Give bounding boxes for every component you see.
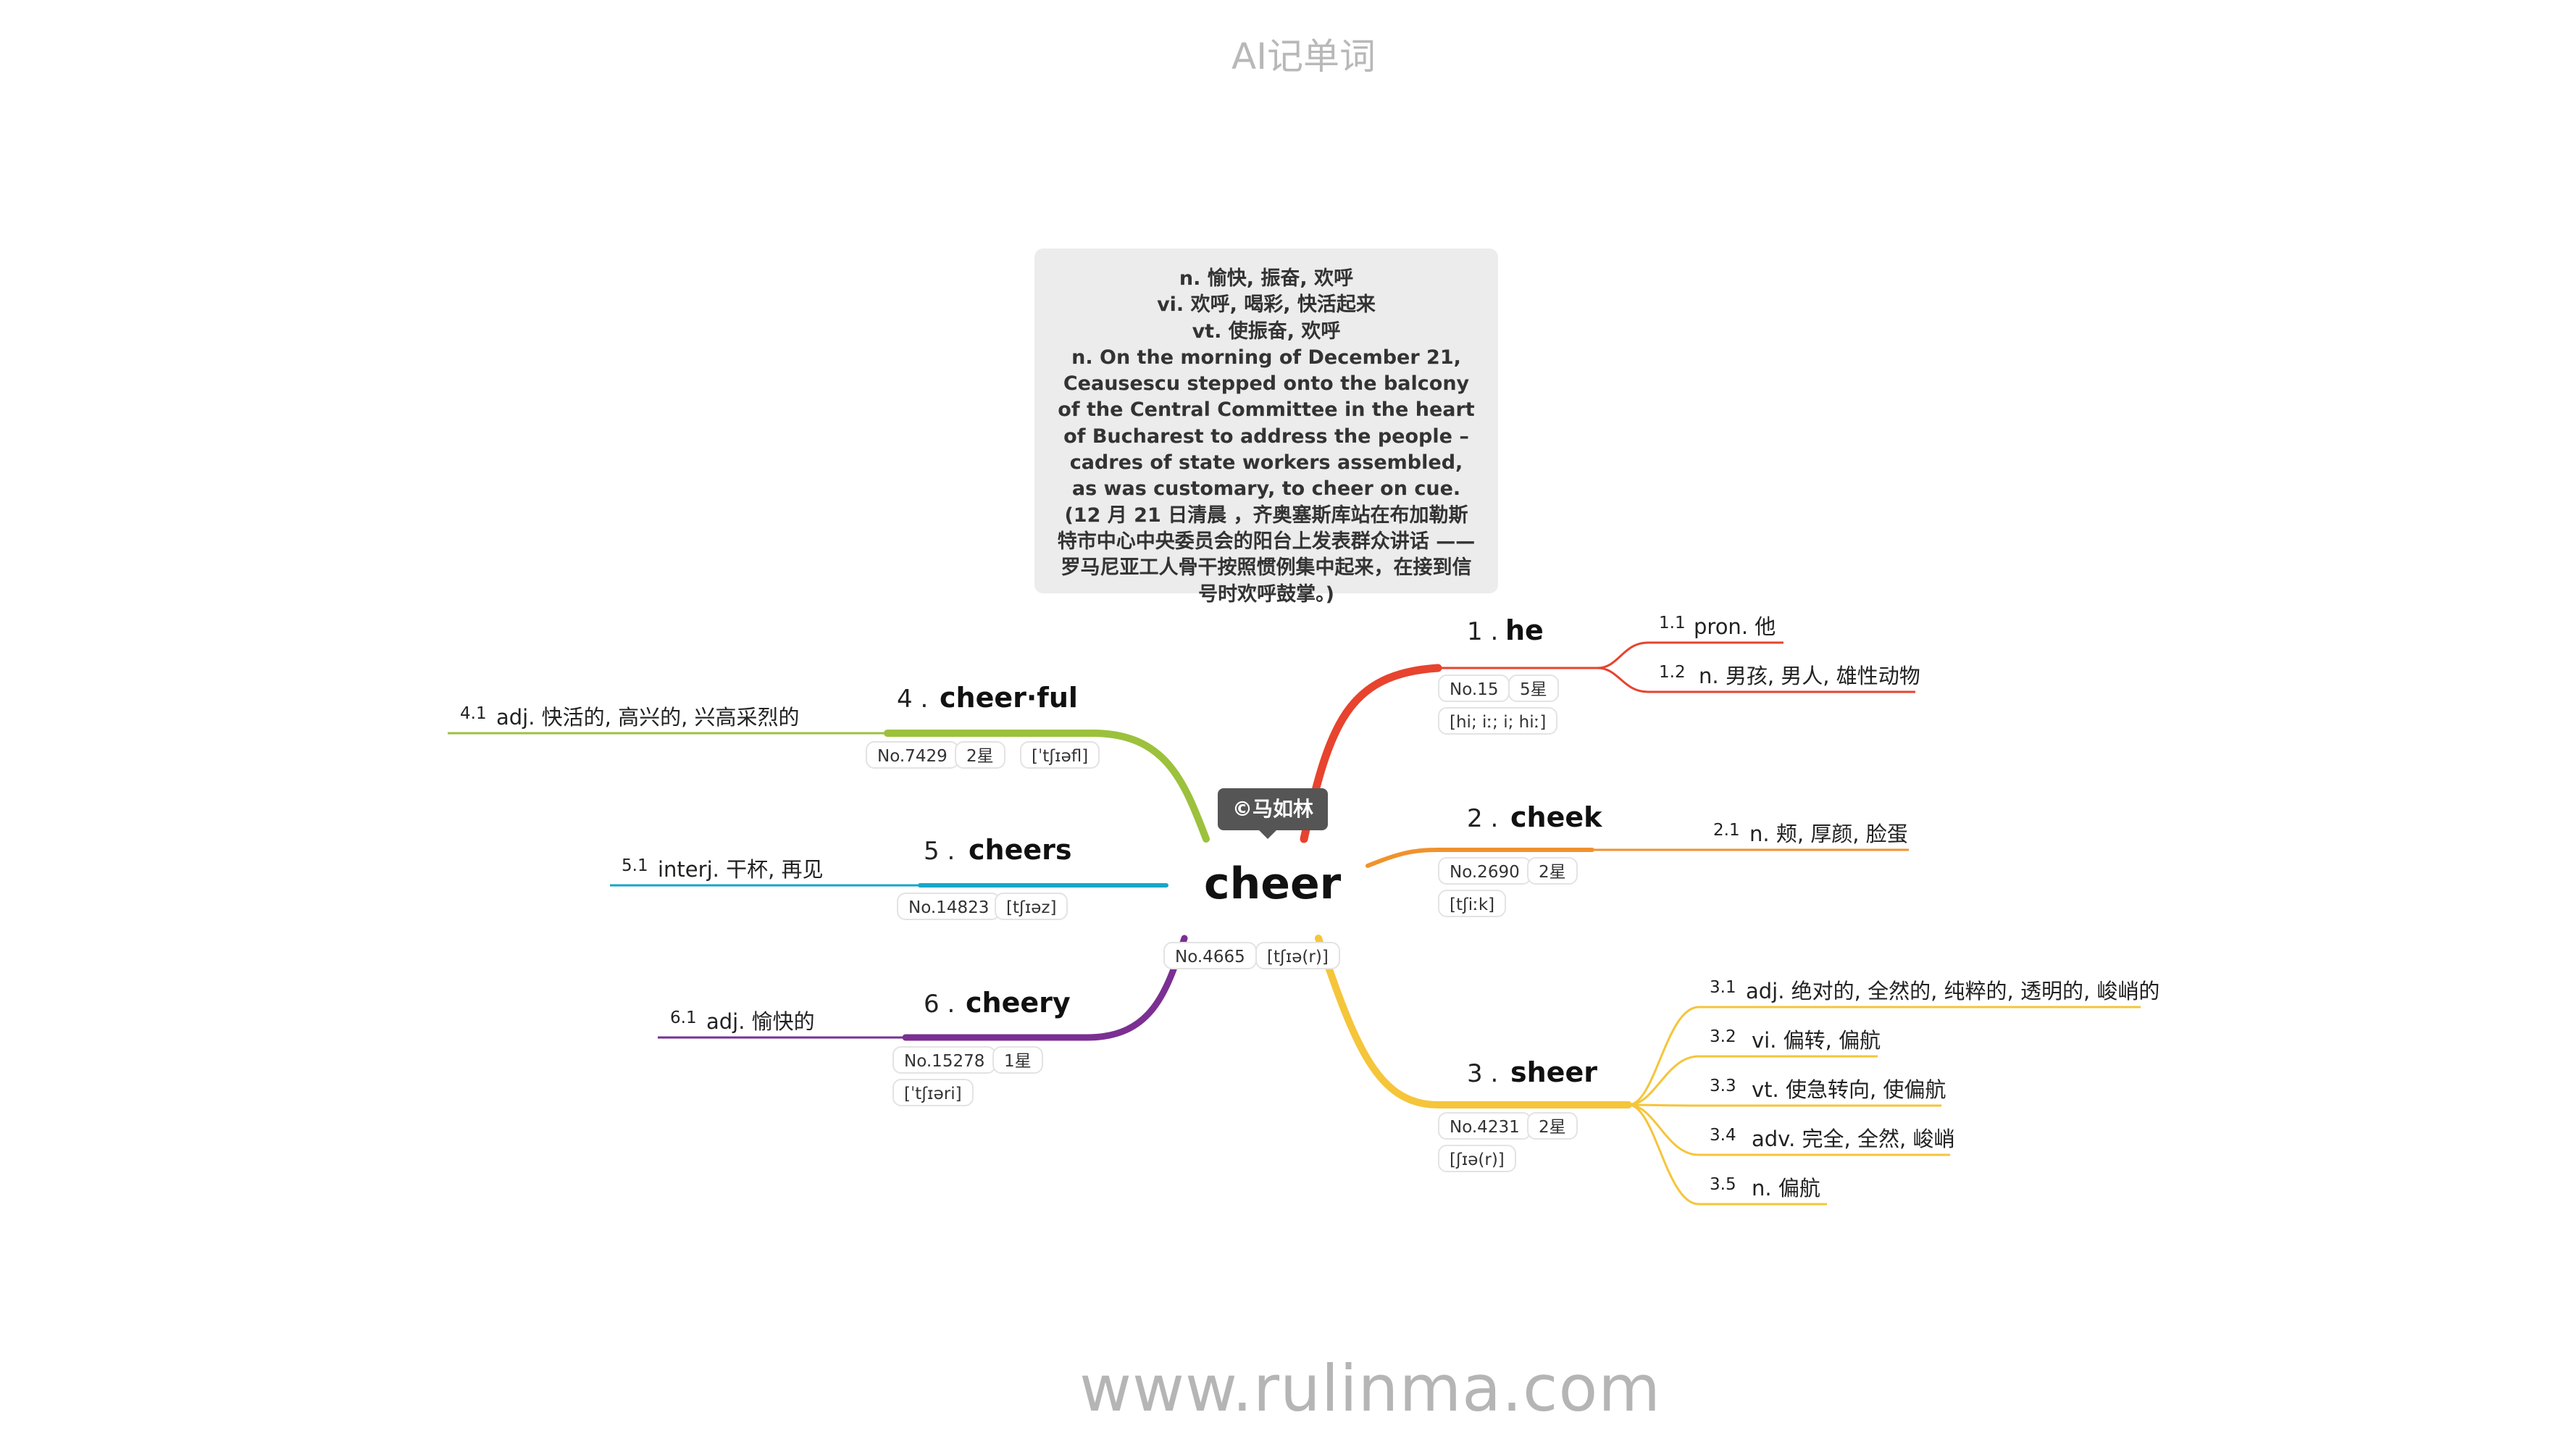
sense-number: 5.1 xyxy=(622,856,648,875)
sense-link-3-4 xyxy=(1628,1103,1950,1156)
rank-tag: No.4231 xyxy=(1438,1112,1531,1140)
branch-word-sheer: sheer xyxy=(1510,1056,1597,1088)
branch-number: 5 . xyxy=(924,837,955,866)
sense-number: 1.2 xyxy=(1659,663,1686,682)
stars-tag: 5星 xyxy=(1508,675,1559,702)
connector-cheek xyxy=(1366,848,1594,868)
branch-number: 3 . xyxy=(1467,1059,1499,1088)
sense-number: 6.1 xyxy=(670,1009,697,1027)
connector-cheerful xyxy=(884,730,1210,843)
branch-word-cheers: cheers xyxy=(969,834,1072,866)
central-word: cheer xyxy=(1204,859,1342,909)
author-badge-pointer xyxy=(1259,830,1276,839)
phonetic-tag: [ʃɪə(r)] xyxy=(1438,1145,1516,1172)
rank-tag: No.2690 xyxy=(1438,857,1531,885)
stars-tag: 2星 xyxy=(1527,857,1578,885)
sense-definition: pron. 他 xyxy=(1694,614,1776,639)
definition-note: n. 愉快, 振奋, 欢呼 vi. 欢呼, 喝彩, 快活起来 vt. 使振奋, … xyxy=(1034,249,1498,606)
sense-number: 3.2 xyxy=(1710,1027,1736,1046)
sense-definition: n. 男孩, 男人, 雄性动物 xyxy=(1699,664,1920,688)
phonetic-tag: [ˈtʃɪəri] xyxy=(892,1079,974,1106)
branch-word-cheek: cheek xyxy=(1510,801,1602,833)
branch-word-cheery: cheery xyxy=(966,987,1071,1019)
sense-number: 3.5 xyxy=(1710,1175,1736,1194)
sense-number: 3.1 xyxy=(1710,978,1736,997)
phonetic-tag: [tʃɪəz] xyxy=(995,893,1069,920)
phonetic-tag: [tʃiːk] xyxy=(1438,890,1507,917)
stars-tag: 2星 xyxy=(955,741,1005,769)
sense-link-3-5 xyxy=(1628,1103,1827,1206)
sense-definition: adv. 完全, 全然, 峻峭 xyxy=(1752,1127,1955,1151)
branch-number: 4 . xyxy=(897,685,929,714)
central-phonetic-tag: [tʃɪə(r)] xyxy=(1255,942,1340,969)
sense-link-1-1 xyxy=(1597,641,1783,669)
sense-number: 3.3 xyxy=(1710,1077,1736,1095)
rank-tag: No.14823 xyxy=(897,893,1001,920)
phonetic-tag: [ˈtʃɪəfl] xyxy=(1020,741,1100,769)
sense-number: 4.1 xyxy=(460,704,487,723)
stars-tag: 1星 xyxy=(992,1046,1043,1074)
sense-link-3-1 xyxy=(1628,1006,2141,1106)
rank-tag: No.15 xyxy=(1438,675,1510,702)
branch-number: 6 . xyxy=(924,990,955,1019)
rank-tag: No.15278 xyxy=(892,1046,997,1074)
sense-definition: adj. 绝对的, 全然的, 纯粹的, 透明的, 峻峭的 xyxy=(1746,979,2160,1003)
central-rank-tag: No.4665 xyxy=(1163,942,1257,969)
sense-number: 2.1 xyxy=(1713,821,1740,840)
branch-word-he: he xyxy=(1505,614,1544,646)
phonetic-tag: [hi; iː; i; hiː] xyxy=(1438,707,1558,735)
note-line: n. 愉快, 振奋, 欢呼 xyxy=(1179,267,1354,290)
author-badge: ©马如林 xyxy=(1218,788,1329,830)
branch-word-cheerful: cheer·ful xyxy=(940,682,1078,714)
sense-number: 1.1 xyxy=(1659,614,1686,632)
sense-link-3-3 xyxy=(1628,1103,1941,1107)
sense-link-1-2 xyxy=(1597,667,1915,693)
note-line: n. On the morning of December 21, Ceause… xyxy=(1057,346,1476,606)
sense-number: 3.4 xyxy=(1710,1126,1736,1145)
note-line: vi. 欢呼, 喝彩, 快活起来 xyxy=(1157,293,1376,317)
sense-definition: n. 偏航 xyxy=(1752,1176,1820,1200)
rank-tag: No.7429 xyxy=(866,741,959,769)
note-line: vt. 使振奋, 欢呼 xyxy=(1192,320,1341,343)
sense-definition: adj. 愉快的 xyxy=(706,1009,815,1034)
sense-definition: vt. 使急转向, 使偏航 xyxy=(1752,1077,1946,1102)
branch-number: 1 . xyxy=(1467,617,1499,646)
app-title: AI记单词 xyxy=(1231,36,1376,78)
watermark-url: www.rulinma.com xyxy=(1079,1351,1662,1426)
sense-definition: n. 颊, 厚颜, 脸蛋 xyxy=(1749,822,1908,846)
connector-sheer xyxy=(1315,935,1632,1108)
branch-number: 2 . xyxy=(1467,804,1499,833)
sense-definition: interj. 干杯, 再见 xyxy=(658,857,824,882)
sense-definition: adj. 快活的, 高兴的, 兴高采烈的 xyxy=(496,705,800,730)
sense-link-3-2 xyxy=(1628,1055,1878,1106)
stars-tag: 2星 xyxy=(1527,1112,1578,1140)
sense-definition: vi. 偏转, 偏航 xyxy=(1752,1028,1881,1053)
